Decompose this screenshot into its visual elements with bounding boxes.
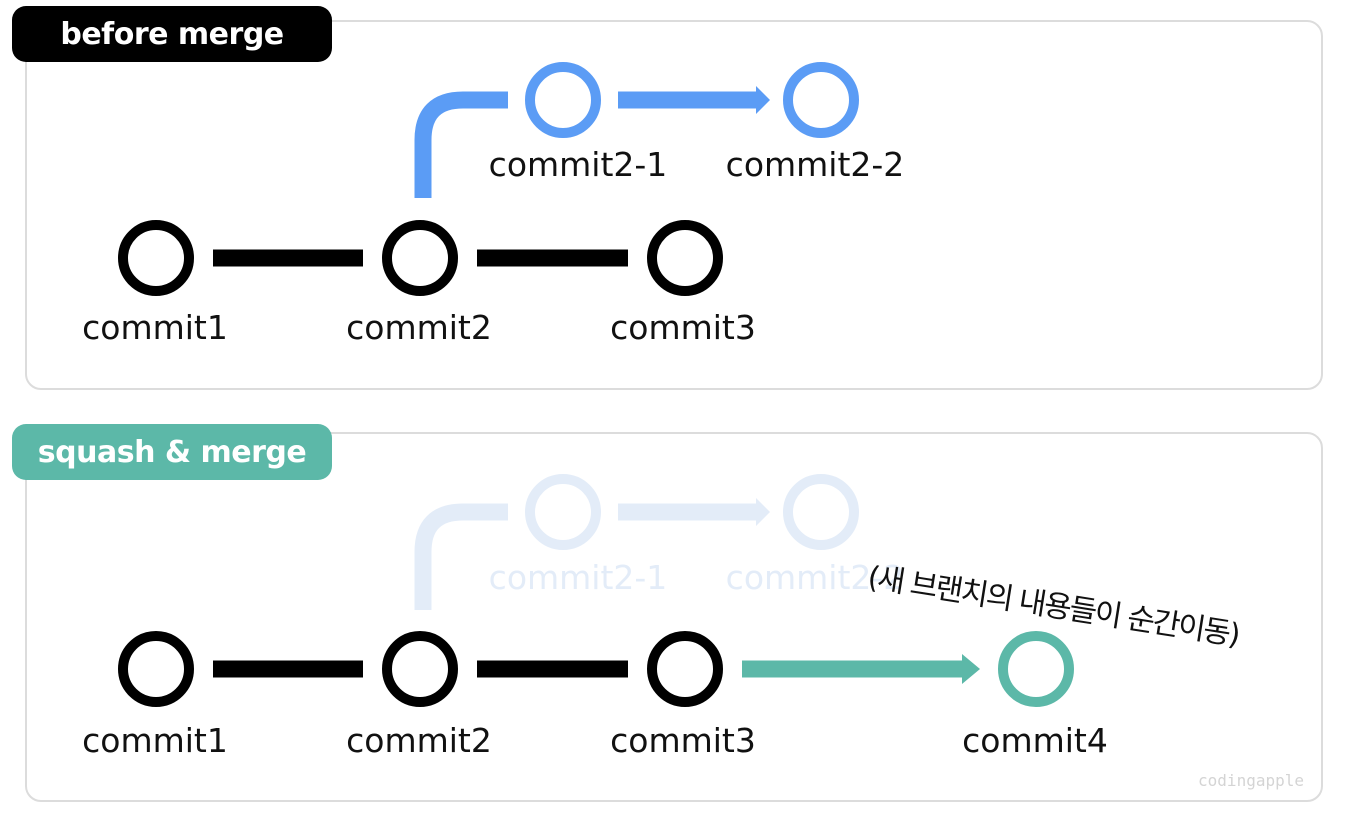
before-commit2-1-label: commit2-1 — [489, 145, 668, 184]
before-commit2-2-label: commit2-2 — [726, 145, 905, 184]
before-commit3-node — [647, 220, 723, 296]
before-commit2-2-node — [783, 62, 859, 138]
before-commit2-1-node — [525, 62, 601, 138]
squash-faded-commit2-2-node — [783, 474, 859, 550]
before-merge-panel — [25, 20, 1323, 390]
squash-commit1-node — [118, 631, 194, 707]
before-commit2-label: commit2 — [346, 308, 492, 347]
squash-commit2-node — [382, 631, 458, 707]
squash-commit1-label: commit1 — [82, 721, 228, 760]
watermark: codingapple — [1198, 771, 1304, 790]
before-commit1-node — [118, 220, 194, 296]
squash-faded-commit2-2-label: commit2-2 — [726, 558, 905, 597]
squash-faded-commit2-1-node — [525, 474, 601, 550]
squash-merge-panel — [25, 432, 1323, 802]
squash-arrowhead — [962, 654, 980, 684]
squash-faded-commit2-1-label: commit2-1 — [489, 558, 668, 597]
before-commit3-label: commit3 — [610, 308, 756, 347]
squash-commit2-label: commit2 — [346, 721, 492, 760]
squash-commit3-node — [647, 631, 723, 707]
before-commit1-label: commit1 — [82, 308, 228, 347]
before-commit2-node — [382, 220, 458, 296]
before-merge-title: before merge — [12, 6, 332, 62]
squash-faded-branch-curve — [414, 503, 508, 610]
squash-commit3-label: commit3 — [610, 721, 756, 760]
before-branch-curve — [414, 91, 508, 198]
squash-commit4-label: commit4 — [962, 721, 1108, 760]
squash-faded-branch-arrowhead — [756, 498, 770, 526]
squash-commit4-node — [998, 631, 1074, 707]
squash-merge-title: squash & merge — [12, 424, 332, 480]
before-branch-arrowhead — [756, 86, 770, 114]
